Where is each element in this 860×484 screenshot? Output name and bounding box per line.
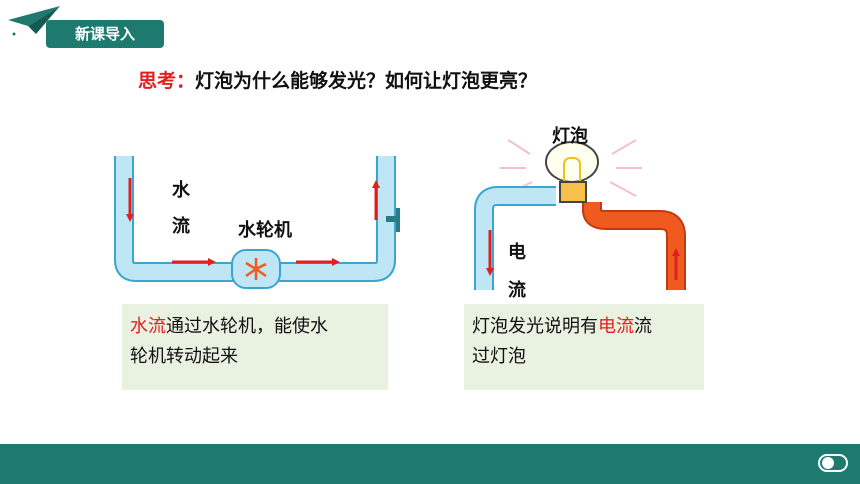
water-pipe-diagram bbox=[114, 156, 400, 289]
question-lead: 思考： bbox=[138, 70, 196, 92]
label-water-wheel: 水轮机 bbox=[238, 220, 292, 241]
caption-bulb-line2: 过灯泡 bbox=[472, 346, 526, 367]
caption-water-line2: 轮机转动起来 bbox=[130, 346, 238, 367]
footer-bar bbox=[0, 444, 860, 484]
label-current-1: 电 bbox=[508, 242, 526, 263]
caption-water: 水流通过水轮机，能使水 轮机转动起来 bbox=[122, 304, 388, 390]
caption-bulb-highlight: 电流 bbox=[598, 316, 634, 337]
label-bulb: 灯泡 bbox=[552, 126, 588, 147]
question-heading: 思考：灯泡为什么能够发光？如何让灯泡更亮？ bbox=[138, 66, 537, 93]
caption-water-line1: 通过水轮机，能使水 bbox=[166, 316, 328, 337]
caption-bulb-line1-post: 流 bbox=[634, 316, 652, 337]
label-water-2: 流 bbox=[172, 216, 190, 237]
caption-bulb-line1-pre: 灯泡发光说明有 bbox=[472, 316, 598, 337]
caption-bulb: 灯泡发光说明有电流流 过灯泡 bbox=[464, 304, 704, 390]
bulb-circuit-diagram bbox=[474, 139, 686, 290]
section-tag: 新课导入 bbox=[46, 20, 164, 48]
paper-plane-icon bbox=[8, 6, 60, 36]
water-wheel-icon bbox=[245, 258, 267, 280]
caption-water-highlight: 水流 bbox=[130, 316, 166, 337]
label-current-2: 流 bbox=[508, 280, 526, 301]
question-text: 灯泡为什么能够发光？如何让灯泡更亮？ bbox=[195, 70, 538, 92]
toggle-icon[interactable] bbox=[818, 452, 848, 474]
label-water-1: 水 bbox=[172, 180, 190, 201]
